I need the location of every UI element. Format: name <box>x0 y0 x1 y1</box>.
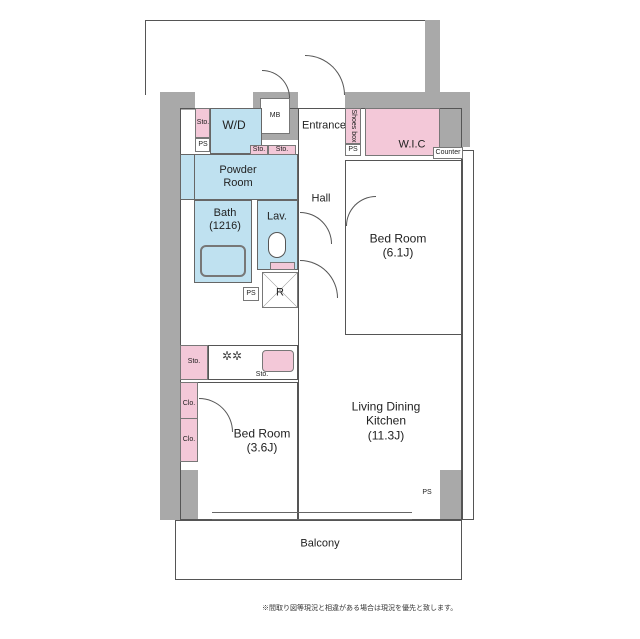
hall-label: Hall <box>311 192 331 205</box>
closet <box>180 418 198 462</box>
ldk-label-3: (11.3J) <box>367 428 405 443</box>
bedroom-1 <box>345 160 462 335</box>
ps-label: PS <box>348 145 358 153</box>
sink-icon <box>262 350 294 372</box>
bedroom-1-label-1: Bed Room <box>369 231 427 246</box>
storage <box>270 262 295 270</box>
ldk-label-2: Kitchen <box>365 413 407 428</box>
balcony <box>175 520 462 580</box>
bath-label-1: Bath <box>213 206 237 219</box>
bath-label-2: (1216) <box>209 220 241 232</box>
bath <box>194 200 252 283</box>
entrance-label: Entrance <box>301 119 347 132</box>
sto-label: Sto. <box>255 370 269 378</box>
bath-label: Bath(1216) <box>209 207 241 233</box>
clo-label: Clo. <box>182 435 196 443</box>
lav-label: Lav. <box>267 210 287 223</box>
wall <box>425 20 440 95</box>
storage <box>180 154 195 200</box>
window-wall <box>462 150 474 520</box>
ps-label: PS <box>246 289 256 297</box>
wall <box>160 92 180 520</box>
bedroom-2-label: Bed Room(3.6J) <box>234 427 291 456</box>
toilet-icon <box>268 232 286 258</box>
bathtub-icon <box>200 245 246 277</box>
stove-icon: ✲✲ <box>222 349 243 363</box>
shoes-box <box>345 108 361 144</box>
ps-label: PS <box>198 140 208 148</box>
bedroom-2-label-1: Bed Room <box>233 426 291 441</box>
powder-room-label-2: Room <box>223 177 253 189</box>
partition <box>298 108 299 520</box>
storage <box>195 108 210 138</box>
r-label: R <box>276 286 284 299</box>
refrigerator-space <box>262 272 298 308</box>
sto-label: Sto. <box>275 145 289 153</box>
shoes-box-label: Shoes box <box>350 109 358 143</box>
storage <box>268 145 296 155</box>
counter <box>433 147 463 159</box>
kitchen-counter <box>208 345 298 380</box>
wall <box>160 470 198 520</box>
wall <box>345 92 462 108</box>
sto-label: Sto. <box>196 118 210 126</box>
sto-label: Sto. <box>187 357 201 365</box>
pipe-space <box>345 144 361 156</box>
ldk-label-1: Living Dining <box>351 399 421 414</box>
top-corridor <box>145 20 440 95</box>
pipe-space <box>243 287 259 301</box>
wall <box>440 92 470 147</box>
wic-label: W.I.C <box>398 138 426 151</box>
ps-label: PS <box>422 488 432 496</box>
bedroom-1-label-2: (6.1J) <box>382 246 414 260</box>
bedroom-1-label: Bed Room(6.1J) <box>370 232 427 261</box>
powder-room <box>180 154 298 200</box>
walk-in-closet <box>365 108 440 156</box>
powder-room-label-1: Powder <box>219 163 257 176</box>
sliding-window <box>212 512 412 520</box>
bedroom-2-label-2: (3.6J) <box>246 441 278 455</box>
pipe-space <box>195 138 210 152</box>
disclaimer-note: ※間取り図等現況と相違がある場合は現況を優先と致します。 <box>262 605 458 612</box>
mb-label: MB <box>269 111 281 119</box>
counter-label: Counter <box>435 148 461 156</box>
wd-label: W/D <box>222 117 246 132</box>
storage <box>180 345 208 380</box>
meter-box <box>260 98 290 134</box>
storage <box>250 145 268 155</box>
balcony-label: Balcony <box>300 537 340 550</box>
sto-label: Sto. <box>252 145 266 153</box>
wall <box>440 470 462 520</box>
clo-label: Clo. <box>182 399 196 407</box>
